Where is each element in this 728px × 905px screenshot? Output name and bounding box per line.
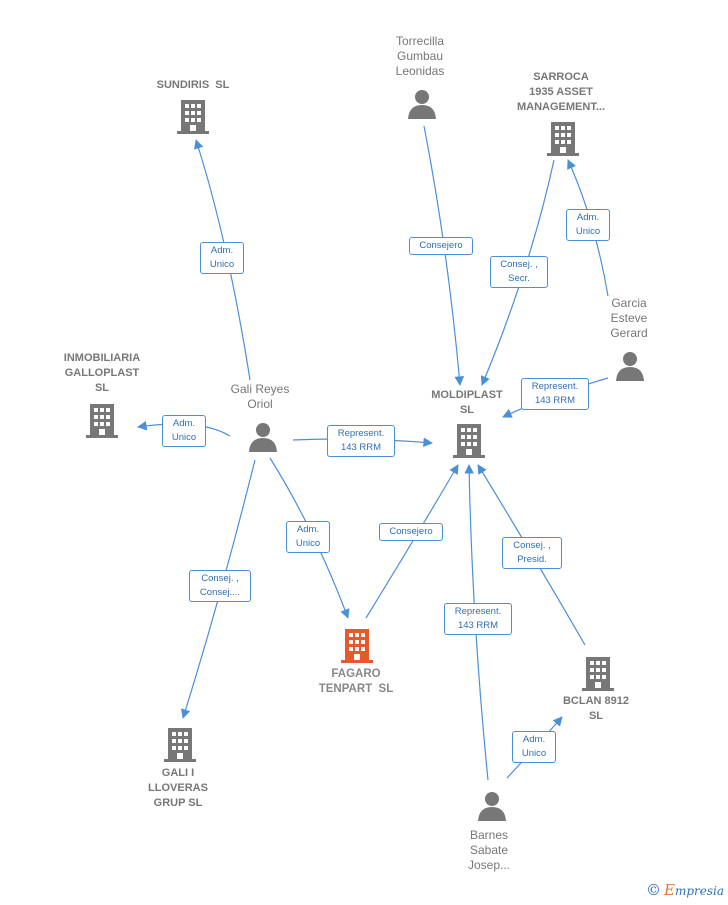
edge-label-galireyes-fagaro: Adm. Unico — [286, 521, 330, 553]
node-label-fagaro[interactable]: FAGARO TENPART SL — [318, 668, 394, 695]
node-label-inmobiliaria[interactable]: INMOBILIARIA GALLOPLAST SL — [63, 352, 141, 394]
node-label-bclan[interactable]: BCLAN 8912 SL — [562, 695, 630, 722]
edge-label-bclan-moldiplast: Consej. , Presid. — [502, 537, 562, 569]
edge-label-galireyes-galilloveras: Consej. , Consej.... — [189, 570, 251, 602]
edge-label-torrecilla-moldiplast: Consejero — [409, 237, 473, 255]
edge-label-galireyes-inmobiliaria: Adm. Unico — [162, 415, 206, 447]
edge-line-torrecilla-moldiplast — [423, 125, 465, 386]
edge-label-galireyes-sundiris: Adm. Unico — [200, 242, 244, 274]
node-label-gali-reyes[interactable]: Gali Reyes Oriol — [230, 382, 290, 411]
person-icon — [478, 792, 506, 821]
node-label-moldiplast[interactable]: MOLDIPLAST SL — [431, 389, 503, 416]
building-icon-focus — [341, 629, 373, 663]
node-label-sarroca[interactable]: SARROCA 1935 ASSET MANAGEMENT... — [517, 71, 605, 113]
building-icon — [86, 404, 118, 438]
edge-label-barnes-bclan: Adm. Unico — [512, 731, 556, 763]
building-icon — [164, 728, 196, 762]
edge-label-fagaro-moldiplast: Consejero — [379, 523, 443, 541]
node-label-gali-lloveras[interactable]: GALI I LLOVERAS GRUP SL — [148, 767, 208, 809]
empresia-logo[interactable]: ©Empresia — [646, 881, 724, 899]
edge-label-barnes-moldiplast: Represent. 143 RRM — [444, 603, 512, 635]
edge-label-garcia-moldiplast: Represent. 143 RRM — [521, 378, 589, 410]
brand-initial: E — [663, 881, 675, 899]
building-icon — [453, 424, 485, 458]
person-icon — [249, 423, 277, 452]
brand-name: mpresia — [674, 884, 724, 898]
node-label-sundiris[interactable]: SUNDIRIS SL — [156, 79, 230, 91]
node-label-barnes[interactable]: Barnes Sabate Josep... — [467, 828, 511, 872]
building-icon — [547, 122, 579, 156]
node-label-garcia[interactable]: Garcia Esteve Gerard — [610, 296, 648, 340]
building-icon — [177, 100, 209, 134]
copyright-icon: © — [645, 881, 661, 899]
edge-label-galireyes-moldiplast: Represent. 143 RRM — [327, 425, 395, 457]
building-icon — [582, 657, 614, 691]
edge-line-fagaro-moldiplast — [365, 464, 459, 619]
person-icon — [408, 90, 436, 119]
edge-label-sarroca-moldiplast: Consej. , Secr. — [490, 256, 548, 288]
person-icon — [616, 352, 644, 381]
node-label-torrecilla[interactable]: Torrecilla Gumbau Leonidas — [395, 34, 445, 78]
edge-label-garcia-sarroca: Adm. Unico — [566, 209, 610, 241]
